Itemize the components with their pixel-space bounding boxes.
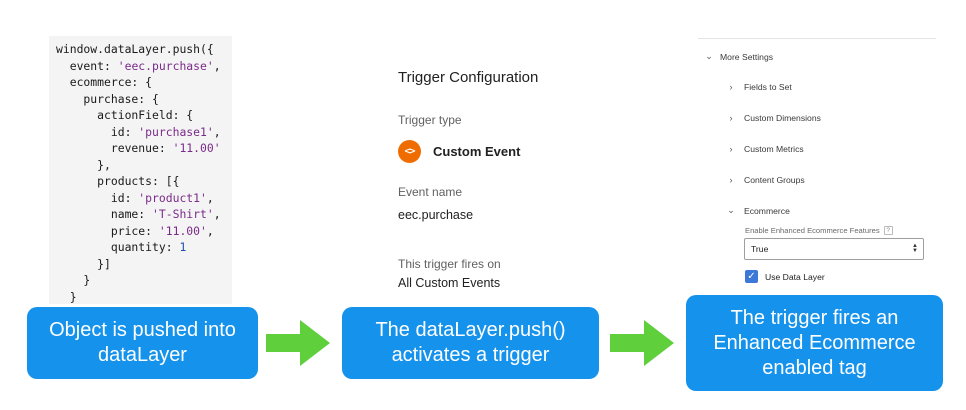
- code-token: 'T-Shirt': [152, 207, 214, 221]
- code-snippet: window.dataLayer.push({ event: 'eec.purc…: [49, 36, 232, 304]
- trigger-config-title: Trigger Configuration: [398, 69, 539, 86]
- settings-item-custom-dimensions[interactable]: › Custom Dimensions: [724, 113, 821, 123]
- settings-item-label: Ecommerce: [744, 205, 790, 216]
- code-token: ,: [206, 223, 214, 238]
- code-line: price: '11.00',: [56, 223, 232, 240]
- code-token: '11.00': [172, 141, 221, 155]
- code-line: revenue: '11.00': [56, 140, 232, 157]
- code-line: products: [{: [56, 173, 232, 190]
- flow-box-trigger: The dataLayer.push() activates a trigger: [342, 307, 599, 379]
- trigger-type-name[interactable]: Custom Event: [433, 144, 521, 159]
- settings-item-label: Content Groups: [744, 175, 805, 185]
- code-token: revenue:: [56, 141, 173, 155]
- custom-event-icon: <>: [398, 140, 421, 163]
- code-token: id:: [56, 190, 139, 205]
- code-line: id: 'purchase1',: [56, 124, 232, 141]
- flow-box-tag: The trigger fires an Enhanced Ecommerce …: [686, 295, 943, 391]
- use-data-layer-checkbox[interactable]: ✓: [745, 270, 758, 283]
- settings-item-content-groups[interactable]: › Content Groups: [724, 175, 805, 185]
- code-token: }: [56, 273, 91, 287]
- select-arrows-icon: ▲▼: [912, 243, 918, 254]
- code-token: event:: [56, 58, 118, 73]
- code-token: quantity:: [56, 240, 180, 254]
- settings-item-label: Custom Metrics: [744, 144, 804, 154]
- settings-item-label: Fields to Set: [744, 82, 792, 92]
- code-line: }: [56, 289, 232, 305]
- code-token: 'eec.purchase': [117, 58, 214, 73]
- code-token: ,: [206, 190, 214, 205]
- code-line: name: 'T-Shirt',: [56, 206, 232, 223]
- code-token: '11.00': [158, 223, 207, 238]
- code-line: purchase: {: [56, 91, 232, 108]
- select-value: True: [751, 244, 769, 254]
- flow-box-push: Object is pushed into dataLayer: [27, 307, 258, 379]
- code-line: quantity: 1: [56, 239, 232, 256]
- code-line: window.dataLayer.push({: [56, 41, 232, 58]
- code-token: window.dataLayer.push({: [56, 42, 214, 56]
- chevron-right-icon: ›: [729, 82, 733, 92]
- settings-item-fields-to-set[interactable]: › Fields to Set: [724, 82, 792, 92]
- code-line: }: [56, 272, 232, 289]
- help-icon[interactable]: ?: [883, 226, 893, 235]
- code-line: ecommerce: {: [56, 74, 232, 91]
- fires-on-label: This trigger fires on: [398, 257, 501, 271]
- code-line: id: 'product1',: [56, 190, 232, 207]
- chevron-down-icon: ⌄: [705, 51, 713, 61]
- settings-item-ecommerce[interactable]: ⌄ Ecommerce: [724, 205, 790, 216]
- enable-ecommerce-text: Enable Enhanced Ecommerce Features: [745, 226, 880, 235]
- code-token: }: [56, 289, 77, 304]
- trigger-type-label: Trigger type: [398, 113, 462, 127]
- event-name-label: Event name: [398, 185, 463, 199]
- enable-ecommerce-label: Enable Enhanced Ecommerce Features ?: [745, 226, 893, 235]
- divider: [698, 38, 936, 39]
- chevron-right-icon: ›: [729, 175, 733, 185]
- code-line: actionField: {: [56, 107, 232, 124]
- code-token: id:: [56, 124, 139, 139]
- code-token: name:: [56, 207, 153, 221]
- chevron-down-icon: ⌄: [727, 205, 735, 215]
- code-line: event: 'eec.purchase',: [56, 58, 232, 75]
- code-token: purchase: {: [56, 91, 159, 106]
- use-data-layer-label: Use Data Layer: [765, 272, 825, 282]
- flow-arrow-right-icon: [610, 320, 674, 366]
- code-token: ,: [213, 58, 221, 73]
- event-name-value: eec.purchase: [398, 208, 474, 222]
- code-line: }]: [56, 256, 232, 273]
- code-token: products: [{: [56, 174, 180, 188]
- settings-item-custom-metrics[interactable]: › Custom Metrics: [724, 144, 804, 154]
- code-token: ,: [213, 207, 221, 221]
- code-token: price:: [56, 223, 159, 238]
- code-line: },: [56, 157, 232, 174]
- code-token: },: [56, 157, 111, 172]
- enable-ecommerce-select[interactable]: True ▲▼: [744, 238, 924, 260]
- chevron-right-icon: ›: [729, 113, 733, 123]
- code-token: 'purchase1': [138, 124, 214, 139]
- more-settings-toggle[interactable]: ⌄ More Settings: [702, 51, 773, 62]
- code-token: actionField: {: [56, 108, 194, 122]
- code-token: 'product1': [138, 190, 207, 205]
- settings-item-label: Custom Dimensions: [744, 113, 821, 123]
- code-token: 1: [179, 240, 187, 254]
- code-token: ecommerce: {: [56, 75, 153, 89]
- flow-arrow-right-icon: [266, 320, 330, 366]
- fires-on-value: All Custom Events: [398, 276, 501, 290]
- more-settings-label: More Settings: [720, 51, 774, 62]
- code-token: ,: [213, 124, 221, 139]
- chevron-right-icon: ›: [729, 144, 733, 154]
- code-token: }]: [56, 256, 111, 271]
- more-settings-panel: ⌄ More Settings › Fields to Set › Custom…: [698, 38, 936, 288]
